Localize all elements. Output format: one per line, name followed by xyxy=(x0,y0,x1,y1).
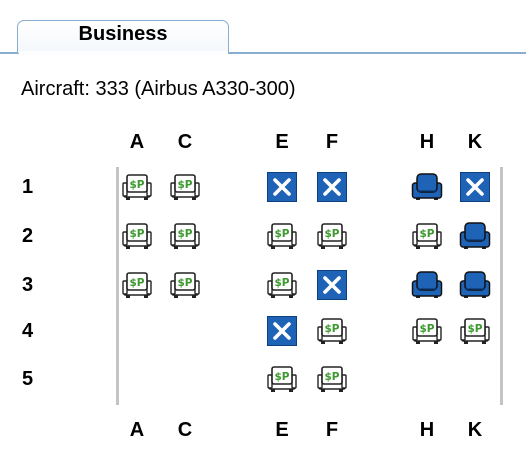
paid-seat-icon: $P xyxy=(121,269,153,301)
occupied-seat-icon xyxy=(316,171,348,203)
tab-business[interactable]: Business xyxy=(17,20,229,53)
paid-seat-icon: $P xyxy=(266,363,298,395)
seat-2c[interactable]: $P xyxy=(169,220,201,252)
seat-1e xyxy=(266,171,298,203)
paid-seat-icon: $P xyxy=(459,315,491,347)
seat-3a[interactable]: $P xyxy=(121,269,153,301)
column-label-top-c: C xyxy=(177,131,193,153)
svg-text:$P: $P xyxy=(177,179,192,191)
row-label-3: 3 xyxy=(22,274,34,296)
column-label-bottom-h: H xyxy=(419,419,435,441)
paid-seat-icon: $P xyxy=(316,315,348,347)
occupied-seat-icon xyxy=(266,171,298,203)
seat-2k[interactable] xyxy=(459,220,491,252)
svg-text:$P: $P xyxy=(324,228,339,240)
available-seat-icon xyxy=(459,269,491,301)
seat-4h[interactable]: $P xyxy=(411,315,443,347)
seat-3f xyxy=(316,269,348,301)
column-label-bottom-f: F xyxy=(325,419,339,441)
paid-seat-icon: $P xyxy=(316,363,348,395)
seat-2e[interactable]: $P xyxy=(266,220,298,252)
seat-2f[interactable]: $P xyxy=(316,220,348,252)
svg-text:$P: $P xyxy=(274,228,289,240)
cabin-wall-right xyxy=(500,167,503,405)
occupied-seat-icon xyxy=(459,171,491,203)
svg-text:$P: $P xyxy=(324,371,339,383)
svg-text:$P: $P xyxy=(129,228,144,240)
occupied-seat-icon xyxy=(266,315,298,347)
column-label-top-k: K xyxy=(467,131,483,153)
paid-seat-icon: $P xyxy=(169,269,201,301)
seat-3k[interactable] xyxy=(459,269,491,301)
aircraft-info: Aircraft: 333 (Airbus A330-300) xyxy=(21,78,296,100)
paid-seat-icon: $P xyxy=(266,220,298,252)
svg-text:$P: $P xyxy=(467,323,482,335)
column-label-bottom-a: A xyxy=(129,419,145,441)
row-label-1: 1 xyxy=(22,176,34,198)
seat-4e xyxy=(266,315,298,347)
column-label-top-h: H xyxy=(419,131,435,153)
svg-text:$P: $P xyxy=(129,277,144,289)
seat-3h[interactable] xyxy=(411,269,443,301)
seat-1a[interactable]: $P xyxy=(121,171,153,203)
column-label-top-f: F xyxy=(325,131,339,153)
svg-text:$P: $P xyxy=(419,323,434,335)
seat-4k[interactable]: $P xyxy=(459,315,491,347)
svg-text:$P: $P xyxy=(129,179,144,191)
paid-seat-icon: $P xyxy=(411,315,443,347)
available-seat-icon xyxy=(411,171,443,203)
column-label-bottom-e: E xyxy=(275,419,289,441)
seat-1f xyxy=(316,171,348,203)
seat-2h[interactable]: $P xyxy=(411,220,443,252)
available-seat-icon xyxy=(411,269,443,301)
seat-5f[interactable]: $P xyxy=(316,363,348,395)
svg-text:$P: $P xyxy=(324,323,339,335)
row-label-5: 5 xyxy=(22,368,34,390)
cabin-wall-left xyxy=(116,167,119,405)
available-seat-icon xyxy=(459,220,491,252)
seat-5e[interactable]: $P xyxy=(266,363,298,395)
active-tab-indicator xyxy=(18,51,228,55)
seat-2a[interactable]: $P xyxy=(121,220,153,252)
column-label-bottom-k: K xyxy=(467,419,483,441)
svg-text:$P: $P xyxy=(274,371,289,383)
paid-seat-icon: $P xyxy=(121,220,153,252)
svg-text:$P: $P xyxy=(274,277,289,289)
column-label-top-e: E xyxy=(275,131,289,153)
seat-4f[interactable]: $P xyxy=(316,315,348,347)
seat-1c[interactable]: $P xyxy=(169,171,201,203)
paid-seat-icon: $P xyxy=(169,171,201,203)
seat-3c[interactable]: $P xyxy=(169,269,201,301)
paid-seat-icon: $P xyxy=(121,171,153,203)
svg-text:$P: $P xyxy=(177,228,192,240)
paid-seat-icon: $P xyxy=(169,220,201,252)
row-label-2: 2 xyxy=(22,225,34,247)
column-label-bottom-c: C xyxy=(177,419,193,441)
seat-1k xyxy=(459,171,491,203)
seat-1h[interactable] xyxy=(411,171,443,203)
paid-seat-icon: $P xyxy=(316,220,348,252)
seat-3e[interactable]: $P xyxy=(266,269,298,301)
tab-bar-underline xyxy=(0,52,526,54)
paid-seat-icon: $P xyxy=(266,269,298,301)
tab-bar: Business xyxy=(0,0,526,55)
column-label-top-a: A xyxy=(129,131,145,153)
paid-seat-icon: $P xyxy=(411,220,443,252)
svg-text:$P: $P xyxy=(419,228,434,240)
svg-text:$P: $P xyxy=(177,277,192,289)
row-label-4: 4 xyxy=(22,320,34,342)
occupied-seat-icon xyxy=(316,269,348,301)
